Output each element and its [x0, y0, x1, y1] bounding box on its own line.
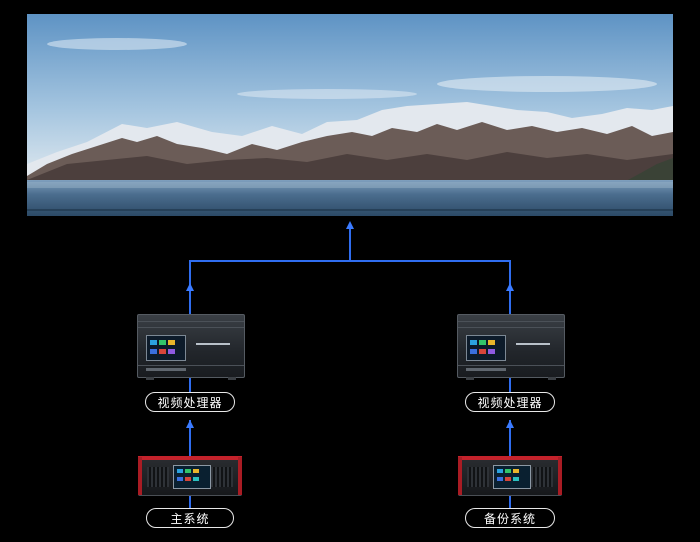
arrow-left-upper [186, 283, 194, 291]
button-row [146, 368, 186, 371]
main-system-label: 主系统 [146, 508, 234, 528]
wire-horizontal-bus [189, 260, 511, 262]
brand-strip [196, 343, 230, 345]
system-lcd [173, 465, 211, 489]
backup-system-label: 备份系统 [465, 508, 555, 528]
processor-lcd [146, 335, 186, 361]
processor-right-label: 视频处理器 [465, 392, 555, 412]
processor-left-label: 视频处理器 [145, 392, 235, 412]
main-system-unit [138, 456, 242, 496]
wire-right-lower [509, 420, 511, 456]
brand-strip [516, 343, 550, 345]
backup-system-unit [458, 456, 562, 496]
video-processor-right [457, 314, 565, 380]
button-row [466, 368, 506, 371]
arrow-to-screen [346, 221, 354, 229]
system-lcd [493, 465, 531, 489]
landscape-image [27, 14, 673, 216]
arrow-left-lower [186, 420, 194, 428]
arrow-right-upper [506, 283, 514, 291]
video-processor-left [137, 314, 245, 380]
wire-left-lower [189, 420, 191, 456]
wire-left-proc-label [189, 378, 191, 392]
wire-left-sys-label [189, 496, 191, 508]
wire-right-sys-label [509, 496, 511, 508]
wire-right-proc-label [509, 378, 511, 392]
processor-lcd [466, 335, 506, 361]
arrow-right-lower [506, 420, 514, 428]
led-display-screen [27, 14, 673, 216]
wire-screen-vertical [349, 228, 351, 261]
